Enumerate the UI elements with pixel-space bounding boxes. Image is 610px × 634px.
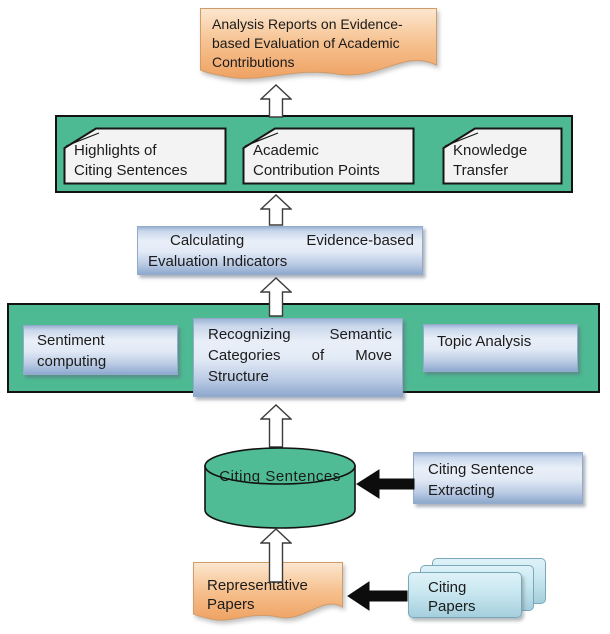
recognizing-line: Structure <box>208 368 269 385</box>
card-line: Transfer <box>453 162 509 179</box>
up-arrow-icon-3 <box>260 277 292 317</box>
report-line: based Evaluation of Academic <box>212 35 400 51</box>
up-arrow-icon-4 <box>260 404 292 448</box>
knowledge-label: Knowledge Transfer <box>453 141 556 181</box>
academic-card: Academic Contribution Points <box>242 127 415 185</box>
card-line: Knowledge <box>453 142 528 159</box>
recognizing-label: Recognizing Semantic Categories of Move … <box>208 324 392 387</box>
citing-papers-card-front: Citing Papers <box>408 572 522 618</box>
analysis-report-label: Analysis Reports on Evidence- based Eval… <box>212 15 432 72</box>
document-shape <box>193 562 343 621</box>
left-arrow-icon-papers <box>346 580 408 612</box>
representative-line: Papers <box>207 596 255 613</box>
card-shape <box>242 127 415 185</box>
fold-line <box>244 132 279 147</box>
sentiment-line: Sentiment <box>37 332 105 349</box>
extracting-line: Extracting <box>428 482 495 499</box>
academic-label: Academic Contribution Points <box>253 141 408 181</box>
topic-label: Topic Analysis <box>437 333 532 350</box>
extracting-label: Citing Sentence Extracting <box>428 459 576 501</box>
topic-box: Topic Analysis <box>423 324 578 372</box>
cylinder-shape <box>204 447 356 529</box>
up-arrow-icon-1 <box>260 84 292 118</box>
sentiment-box: Sentiment computing <box>23 325 178 375</box>
recognizing-line: Recognizing Semantic <box>208 326 392 343</box>
recognizing-line: Categories of Move <box>208 347 392 364</box>
analysis-report-document: Analysis Reports on Evidence- based Eval… <box>199 7 438 89</box>
knowledge-card: Knowledge Transfer <box>442 127 563 185</box>
recognizing-box: Recognizing Semantic Categories of Move … <box>193 318 403 397</box>
report-line: Contributions <box>212 54 295 70</box>
citing-papers-line: Citing <box>428 579 467 596</box>
highlights-card: Highlights of Citing Sentences <box>63 127 227 185</box>
calculating-line: Evaluation Indicators <box>148 253 288 270</box>
card-shape <box>442 127 563 185</box>
sentiment-label: Sentiment computing <box>37 330 171 372</box>
report-line: Analysis Reports on Evidence- <box>212 16 403 32</box>
citing-papers-label: Citing Papers <box>428 578 476 616</box>
fold-line <box>444 132 479 147</box>
up-arrow-icon-5 <box>260 528 292 583</box>
citing-sentences-cylinder: Citing Sentences <box>203 446 357 530</box>
extracting-box: Citing Sentence Extracting <box>413 452 583 504</box>
calculating-line: Calculating Evidence-based <box>170 232 414 249</box>
document-shape <box>200 8 437 79</box>
citing-papers-line: Papers <box>428 598 476 615</box>
left-arrow-icon-extracting <box>355 468 415 500</box>
sentiment-line: computing <box>37 353 107 370</box>
citing-sentences-label: Citing Sentences <box>219 468 341 485</box>
calculating-label: Calculating Evidence-based Evaluation In… <box>148 230 414 272</box>
card-shape <box>63 127 227 185</box>
citing-papers-stack: Citing Papers <box>408 558 558 628</box>
up-arrow-icon-2 <box>260 194 292 226</box>
extracting-line: Citing Sentence <box>428 461 534 478</box>
fold-line <box>65 132 100 147</box>
calculating-box: Calculating Evidence-based Evaluation In… <box>137 226 423 275</box>
card-line: Academic <box>253 142 319 159</box>
card-line: Highlights of <box>74 142 157 159</box>
highlights-label: Highlights of Citing Sentences <box>74 141 220 181</box>
card-line: Contribution Points <box>253 162 380 179</box>
card-line: Citing Sentences <box>74 162 188 179</box>
